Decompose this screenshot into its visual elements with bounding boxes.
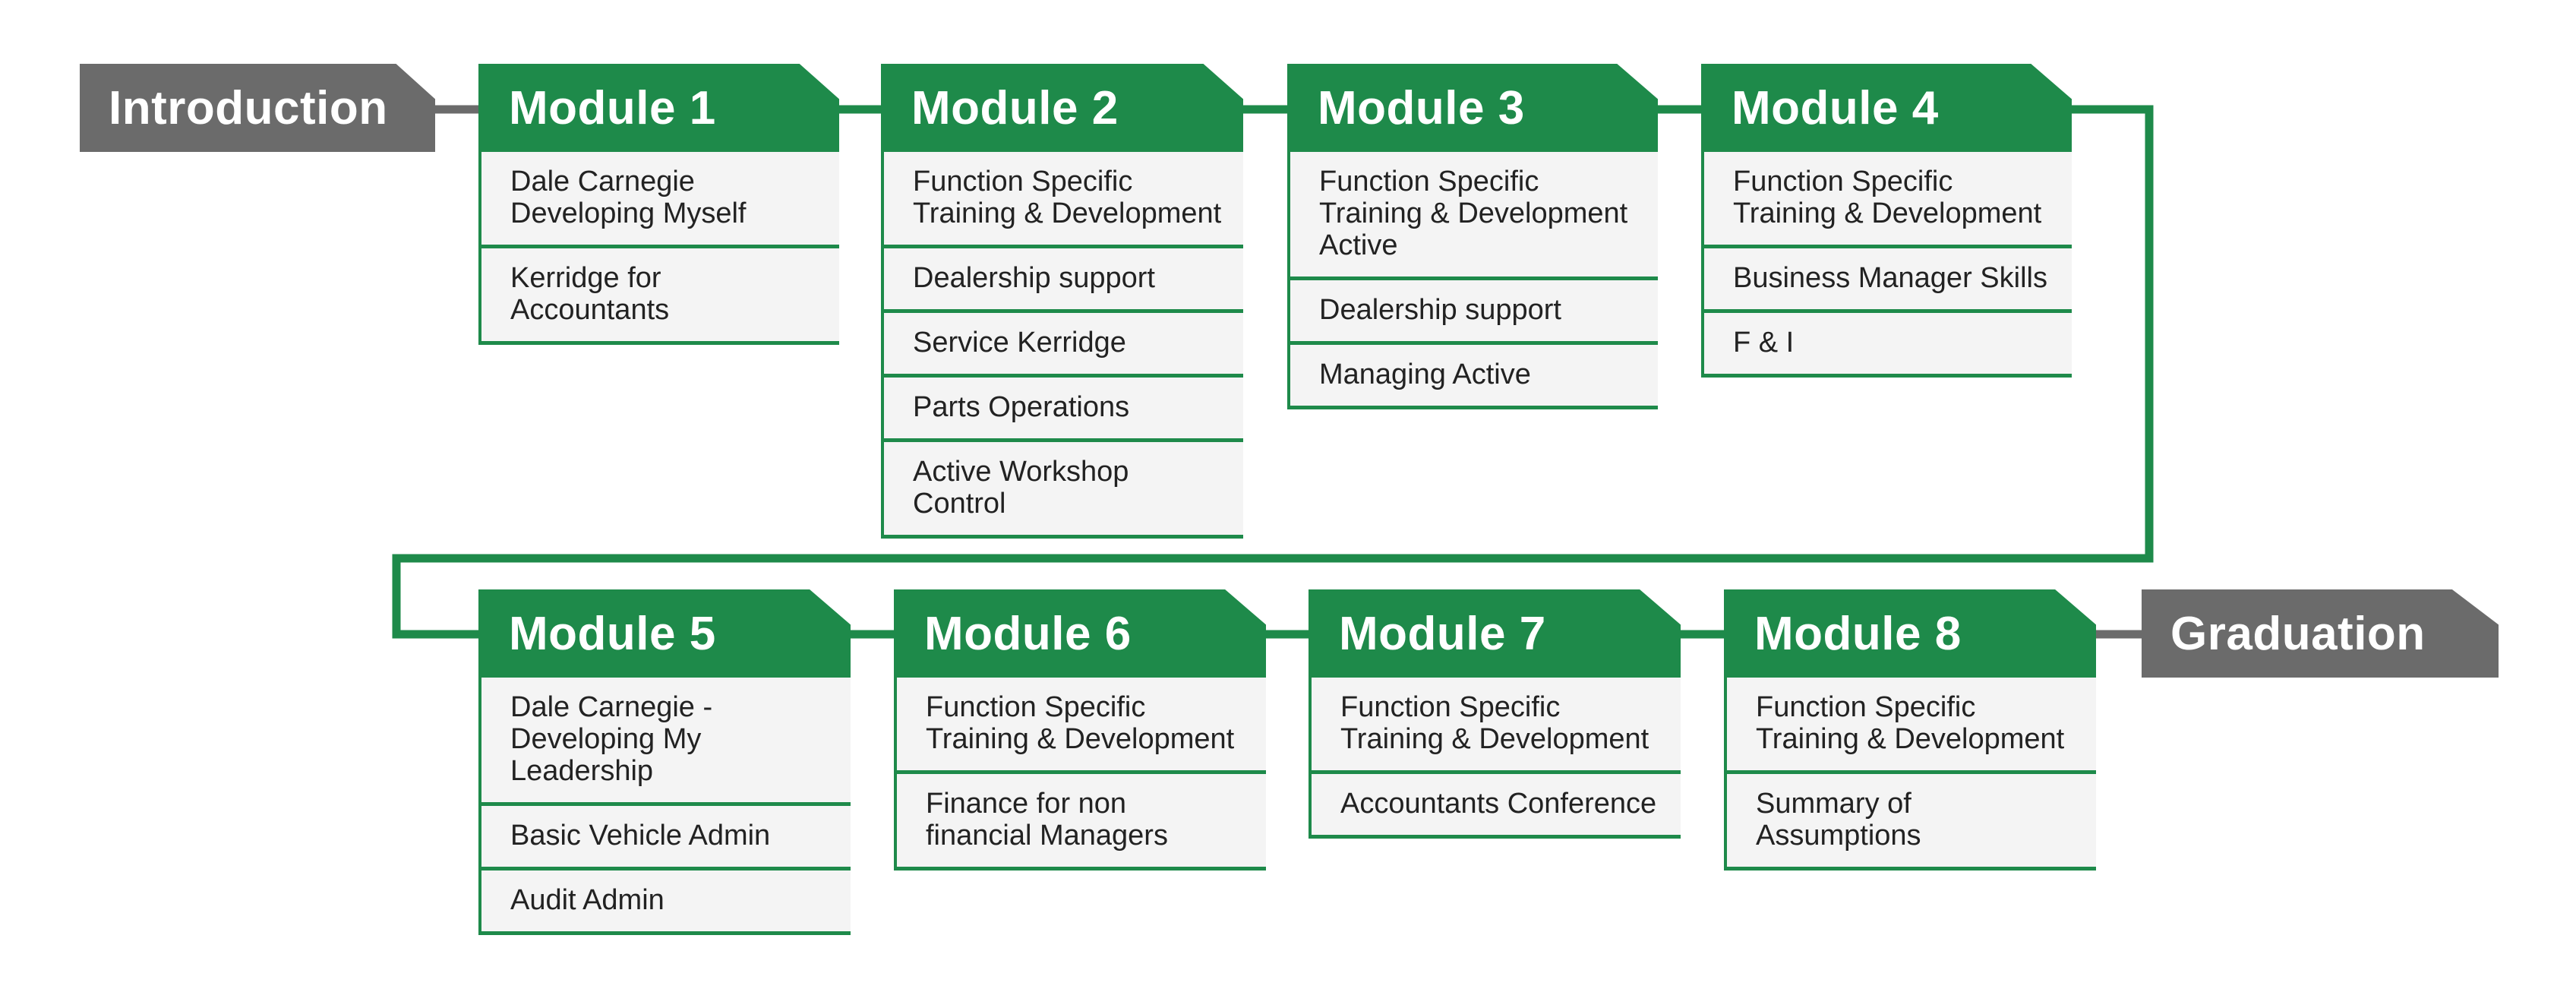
module-6: Module 6 Function Specific Training & De… [894, 589, 1266, 871]
module-item: Service Kerridge [884, 313, 1243, 378]
module-item: Dealership support [884, 248, 1243, 313]
module-title: Module 8 [1724, 589, 2096, 678]
module-item: Finance for non financial Managers [897, 774, 1266, 871]
module-item: Accountants Conference [1312, 774, 1681, 839]
introduction-tab: Introduction [80, 64, 435, 152]
module-1: Module 1 Dale Carnegie Developing Myself… [478, 64, 839, 345]
module-item: Function Specific Training & Development [1312, 678, 1681, 774]
module-item: Function Specific Training & Development [884, 152, 1243, 248]
module-item: Active Workshop Control [884, 442, 1243, 539]
module-8: Module 8 Function Specific Training & De… [1724, 589, 2096, 871]
module-title: Module 1 [478, 64, 839, 152]
module-5: Module 5 Dale Carnegie - Developing My L… [478, 589, 851, 935]
module-3: Module 3 Function Specific Training & De… [1287, 64, 1658, 409]
module-item: Managing Active [1290, 345, 1658, 409]
module-title: Module 7 [1309, 589, 1681, 678]
module-item: Business Manager Skills [1704, 248, 2072, 313]
module-4: Module 4 Function Specific Training & De… [1701, 64, 2072, 378]
module-item: Audit Admin [481, 871, 851, 935]
module-item: Dealership support [1290, 280, 1658, 345]
module-item: F & I [1704, 313, 2072, 378]
module-item: Dale Carnegie Developing Myself [481, 152, 839, 248]
module-item: Parts Operations [884, 378, 1243, 442]
module-item: Summary of Assumptions [1727, 774, 2096, 871]
module-item: Function Specific Training & Development… [1290, 152, 1658, 280]
module-item: Function Specific Training & Development [1727, 678, 2096, 774]
module-item: Basic Vehicle Admin [481, 806, 851, 871]
module-item: Function Specific Training & Development [1704, 152, 2072, 248]
module-title: Module 4 [1701, 64, 2072, 152]
module-2: Module 2 Function Specific Training & De… [881, 64, 1243, 539]
module-title: Module 6 [894, 589, 1266, 678]
module-item: Kerridge for Accountants [481, 248, 839, 345]
module-title: Module 5 [478, 589, 851, 678]
module-7: Module 7 Function Specific Training & De… [1309, 589, 1681, 839]
graduation-tab: Graduation [2142, 589, 2499, 678]
module-item: Dale Carnegie - Developing My Leadership [481, 678, 851, 806]
module-title: Module 3 [1287, 64, 1658, 152]
module-item: Function Specific Training & Development [897, 678, 1266, 774]
module-title: Module 2 [881, 64, 1243, 152]
